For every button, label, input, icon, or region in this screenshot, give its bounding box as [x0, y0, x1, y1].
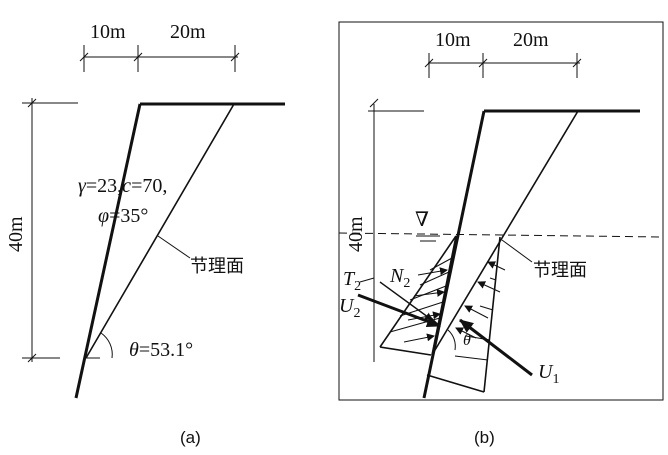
panel-a-dim-10m: 10m: [90, 21, 126, 43]
panel-b-frame: [338, 21, 664, 401]
panel-a-soil-params: γ=23,c=70, φ=35°: [78, 175, 167, 227]
water-level-symbol: ∇: [415, 209, 429, 231]
svg-text:φ=35°: φ=35°: [98, 205, 148, 227]
panel-a-slope-face: [74, 103, 142, 399]
panel-b-angle-arc: [447, 329, 456, 351]
panel-a-height-dimension: 40m: [5, 98, 78, 363]
theta-value: =53.1°: [139, 339, 193, 361]
gamma-symbol: γ: [78, 175, 87, 197]
svg-text:θ=53.1°: θ=53.1°: [129, 339, 193, 361]
panel-a-joint-leader: [157, 235, 191, 259]
panel-b-top-dimension: 10m 20m: [424, 29, 582, 78]
panel-a-joint-label: 节理面: [190, 256, 244, 277]
panel-b-joint-label: 节理面: [533, 260, 587, 281]
panel-a-dim-40m: 40m: [5, 216, 27, 252]
label-U1: U1: [538, 361, 559, 387]
label-U2: U2: [339, 295, 360, 321]
panel-b-joint-leader: [501, 239, 533, 263]
panel-b-slope-face: [422, 110, 486, 399]
force-N2-arrow: [379, 281, 433, 321]
cohesion-value: =70,: [131, 175, 167, 197]
panel-a: 10m 20m 40m γ=23,c=70, φ=35° 节理: [5, 21, 285, 447]
force-U2-arrow: [357, 293, 441, 328]
panel-a-caption: (a): [180, 428, 201, 447]
gamma-value: =23,: [86, 175, 122, 197]
force-T2-arrow: [359, 277, 375, 283]
panel-b-dim-10m: 10m: [435, 29, 471, 51]
theta-symbol: θ: [129, 339, 139, 361]
joint-pressure-arrows: [403, 261, 506, 343]
panel-b-water-table: [338, 232, 664, 238]
label-T2: T2: [343, 268, 361, 294]
panel-b-caption: (b): [474, 428, 495, 447]
panel-b-height-dimension: 40m: [345, 98, 424, 362]
panel-a-top-dimension: 10m 20m: [79, 21, 240, 72]
cohesion-symbol: c: [122, 175, 131, 197]
label-N2: N2: [389, 265, 410, 291]
phi-symbol: φ: [98, 205, 109, 227]
panel-b-theta: θ: [463, 332, 471, 349]
panel-b-dim-40m: 40m: [345, 216, 367, 252]
panel-b-joint-plane: [431, 110, 579, 356]
water-pressure-right: [426, 236, 501, 393]
panel-b: 10m 20m 40m ∇: [338, 21, 664, 447]
force-U1-arrow: [459, 318, 533, 377]
panel-a-joint-plane: [85, 103, 235, 359]
phi-value: =35°: [109, 205, 148, 227]
panel-a-dim-20m: 20m: [170, 21, 206, 43]
panel-b-dim-20m: 20m: [513, 29, 549, 51]
panel-a-angle-arc: [100, 332, 113, 359]
svg-text:γ=23,c=70,: γ=23,c=70,: [78, 175, 167, 197]
